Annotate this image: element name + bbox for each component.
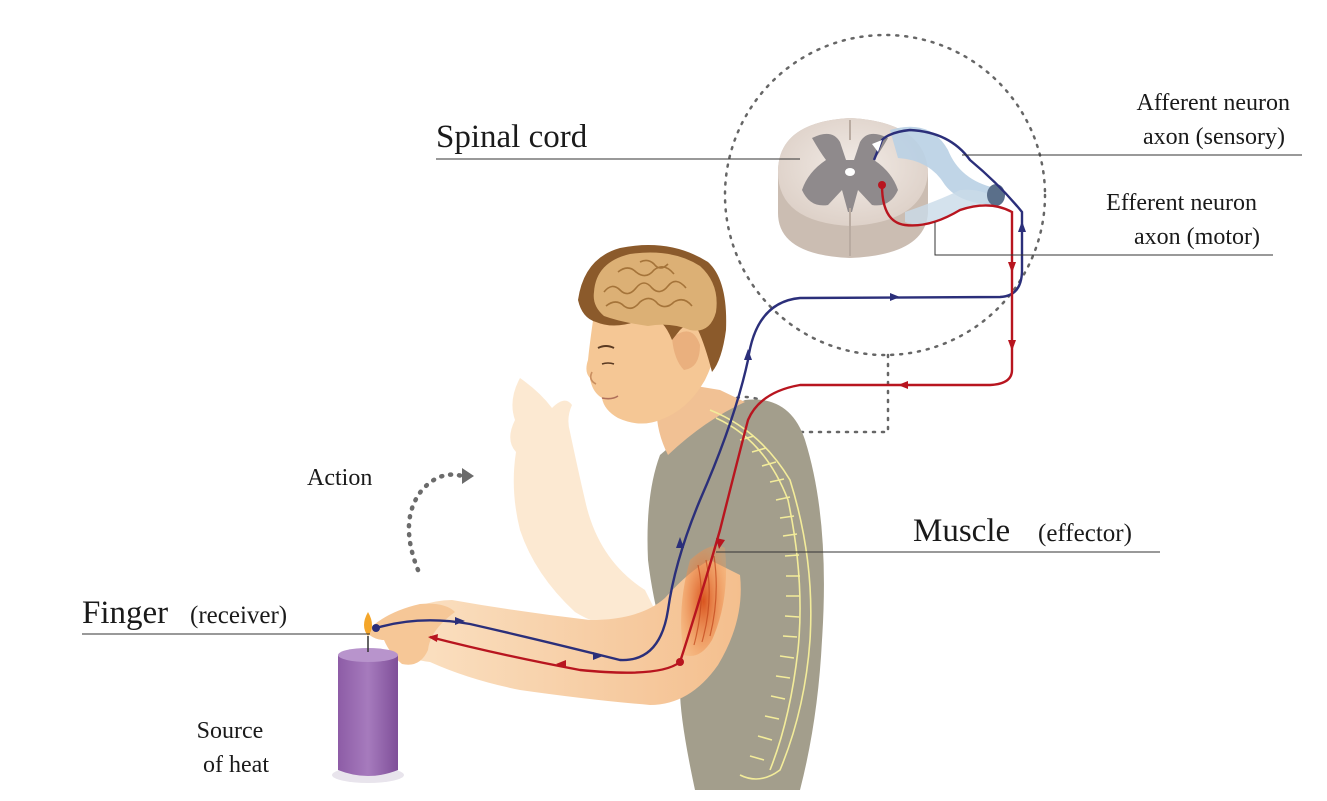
- finger-sub-label: (receiver): [190, 602, 288, 629]
- spine-outline: [709, 409, 812, 780]
- ghost-raised-hand: [510, 378, 655, 626]
- afferent-label-line1: Afferent neuron: [1136, 90, 1291, 116]
- ear: [672, 331, 700, 370]
- arm: [380, 560, 741, 705]
- action-label: Action: [307, 465, 373, 491]
- dorsal-root: [890, 126, 1000, 205]
- heat-label-line2: of heat: [203, 752, 269, 778]
- afferent-pathway: [375, 128, 1024, 662]
- afferent-label-line2: axon (sensory): [1143, 124, 1285, 150]
- spinal-cord-label: Spinal cord: [436, 119, 588, 155]
- magnifier-circle: [723, 33, 1047, 357]
- action-arrow-icon: [406, 468, 474, 573]
- flame-icon: [364, 612, 372, 636]
- finger-label: Finger: [82, 595, 169, 631]
- efferent-pathway: [429, 184, 1014, 674]
- efferent-label-line2: axon (motor): [1134, 224, 1260, 250]
- brain: [593, 252, 717, 331]
- heat-label-line1: Source: [196, 718, 264, 744]
- leader-lines: [82, 154, 1302, 635]
- ventral-root: [905, 189, 995, 225]
- hand: [366, 603, 455, 665]
- spinal-cord-section: [778, 118, 928, 258]
- muscle-sub-label: (effector): [1038, 520, 1132, 547]
- efferent-label-line1: Efferent neuron: [1106, 190, 1257, 216]
- magnifier-connector: [793, 353, 890, 434]
- muscle-label: Muscle: [913, 513, 1011, 549]
- muscle-biceps: [681, 545, 727, 656]
- candle: [332, 612, 404, 783]
- dorsal-root-ganglion: [987, 184, 1005, 206]
